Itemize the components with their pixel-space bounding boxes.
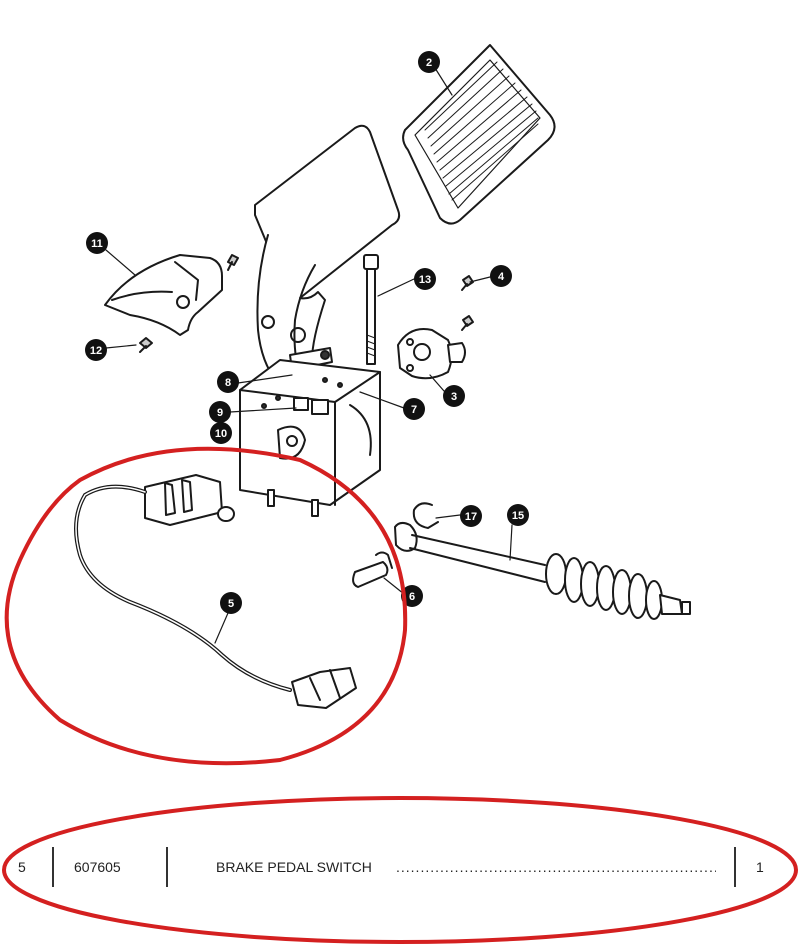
quantity: 1 (756, 859, 764, 875)
highlight-annotations (2, 446, 798, 944)
callout-3: 3 (443, 385, 465, 407)
callout-13-label: 13 (419, 274, 431, 286)
callout-13: 13 (414, 268, 436, 290)
callout-8-label: 8 (225, 377, 231, 389)
callout-5-label: 5 (228, 598, 234, 610)
leader-dots: ........................................… (396, 859, 716, 875)
part-number: 607605 (74, 859, 121, 875)
pedal-pad-part (402, 44, 556, 225)
parts-row-highlight-ellipse (2, 796, 798, 944)
callout-2-label: 2 (426, 57, 432, 69)
callout-11: 11 (86, 232, 108, 254)
callout-5: 5 (220, 592, 242, 614)
callout-3-label: 3 (451, 391, 457, 403)
brake-pedal-switch-part (74, 474, 357, 709)
callout-9-label: 9 (217, 407, 223, 419)
column-divider (166, 847, 168, 887)
callout-10-label: 10 (215, 428, 227, 440)
long-bolt-part (363, 254, 379, 365)
callout-17: 17 (460, 505, 482, 527)
callout-2: 2 (418, 51, 440, 73)
callout-7: 7 (403, 398, 425, 420)
callout-6: 6 (401, 585, 423, 607)
callout-9: 9 (209, 401, 231, 423)
switch-highlight-ellipse (4, 446, 408, 766)
callout-4-label: 4 (498, 271, 505, 283)
callout-7-label: 7 (411, 404, 417, 416)
callout-15: 15 (507, 504, 529, 526)
sensor-part (397, 328, 466, 380)
pedal-arm-part (254, 124, 401, 393)
screws (139, 254, 474, 353)
callout-markers: 2 11 4 13 12 8 3 7 9 10 17 15 5 6 (85, 51, 529, 614)
column-divider (52, 847, 54, 887)
clip-and-pin-parts (352, 502, 439, 588)
callout-15-label: 15 (512, 510, 524, 522)
cable-rod-part (394, 521, 691, 620)
leader-lines (105, 67, 513, 644)
callout-8: 8 (217, 371, 239, 393)
parts-list-row: 5 607605 BRAKE PEDAL SWITCH ............… (0, 845, 800, 890)
callout-6-label: 6 (409, 591, 415, 603)
callout-12: 12 (85, 339, 107, 361)
callout-12-label: 12 (90, 345, 102, 357)
callout-10: 10 (210, 422, 232, 444)
bracket-part (104, 254, 223, 336)
part-description: BRAKE PEDAL SWITCH (216, 859, 372, 875)
item-number: 5 (18, 859, 26, 875)
column-divider (734, 847, 736, 887)
callout-4: 4 (490, 265, 512, 287)
callout-11-label: 11 (91, 238, 103, 250)
callout-17-label: 17 (465, 511, 477, 523)
housing-part (239, 359, 381, 517)
